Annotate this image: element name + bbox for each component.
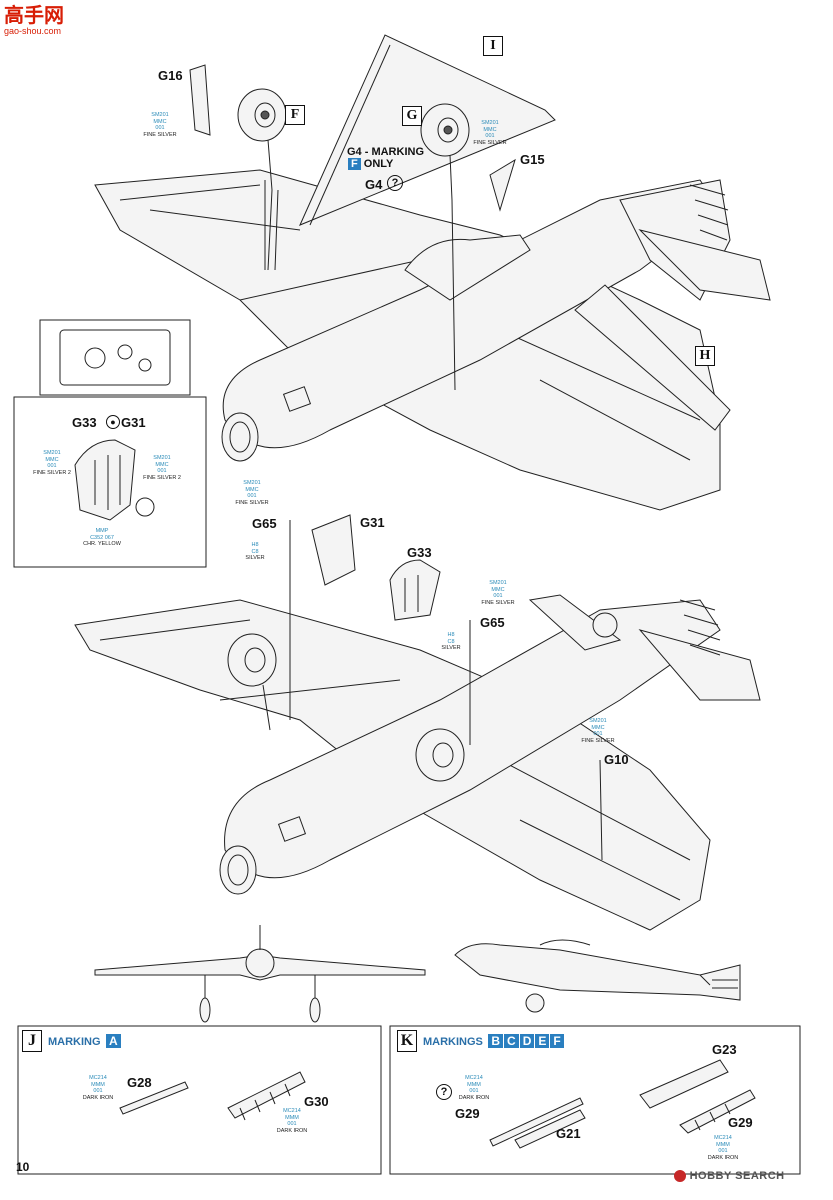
page-number: 10	[16, 1160, 30, 1174]
callout-i: I	[483, 36, 503, 56]
lower-wheel-right	[415, 728, 465, 782]
panel-j-marking-a: A	[106, 1034, 121, 1048]
callout-g: G	[402, 106, 422, 126]
part-g30	[227, 1071, 306, 1119]
label-g33: G33	[407, 545, 432, 560]
label-g65-top: G65	[252, 516, 277, 531]
part-g28	[119, 1081, 189, 1115]
upper-aircraft-canopy	[404, 234, 531, 301]
label-g30: G30	[304, 1094, 329, 1109]
brand-logo: HOBBY SEARCH	[674, 1170, 785, 1183]
lower-aircraft-tail	[638, 629, 761, 701]
side-view-aircraft	[454, 943, 741, 1001]
callout-h: H	[695, 346, 715, 366]
g4-marking-text: G4 - MARKING	[347, 146, 424, 158]
part-g16	[189, 64, 211, 136]
panel-j-title: MARKING A	[48, 1032, 121, 1050]
panel-j-letter: J	[22, 1030, 42, 1052]
label-g31: G31	[360, 515, 385, 530]
part-g29-left	[489, 1097, 584, 1147]
part-g23	[639, 1059, 729, 1109]
part-g31	[311, 514, 356, 586]
label-g29-left: G29	[455, 1106, 480, 1121]
panel-k-marking-e: E	[535, 1034, 550, 1048]
label-g28: G28	[127, 1075, 152, 1090]
brand-logo-icon	[674, 1170, 686, 1183]
panel-k-frame	[389, 1025, 801, 1175]
label-g33-inset: G33	[72, 415, 97, 430]
label-g65-right: G65	[480, 615, 505, 630]
label-g21: G21	[556, 1126, 581, 1141]
question-icon: ?	[387, 175, 403, 191]
inset-door	[74, 439, 136, 521]
watermark-title: 高手网	[4, 3, 64, 27]
question-icon-k: ?	[436, 1084, 452, 1100]
part-g29-right	[679, 1089, 756, 1134]
lower-wheel-left	[227, 633, 277, 687]
label-g29-right: G29	[728, 1115, 753, 1130]
part-g33	[389, 559, 441, 621]
callout-f: F	[285, 105, 305, 125]
watermark-sub: gao-shou.com	[4, 26, 62, 36]
panel-k-marking-c: C	[504, 1034, 519, 1048]
label-g16: G16	[158, 68, 183, 83]
part-g21	[514, 1109, 586, 1149]
panel-k-letter: K	[397, 1030, 417, 1052]
brand-text: HOBBY SEARCH	[689, 1170, 785, 1182]
watermark: 高手网 gao-shou.com	[4, 4, 64, 36]
alternative-icon: ●	[106, 415, 120, 429]
g4-marking-only: ONLY	[363, 158, 394, 170]
panel-k-marking-f: F	[550, 1034, 564, 1048]
part-h-panel	[574, 284, 731, 431]
label-g4: G4	[365, 177, 383, 192]
panel-k-marking-d: D	[519, 1034, 535, 1048]
g4-marking-letter: F	[348, 158, 361, 170]
label-g10: G10	[604, 752, 629, 767]
panel-k-title-text: MARKINGS	[423, 1036, 483, 1048]
label-g31-inset: G31	[121, 415, 146, 430]
panel-k-marking-b: B	[488, 1034, 504, 1048]
g4-marking-note: G4 - MARKING F ONLY	[347, 146, 424, 170]
panel-j-title-text: MARKING	[48, 1036, 101, 1048]
part-g15	[489, 158, 516, 212]
label-g23: G23	[712, 1042, 737, 1057]
panel-j-frame	[17, 1025, 382, 1175]
label-g15: G15	[520, 152, 545, 167]
